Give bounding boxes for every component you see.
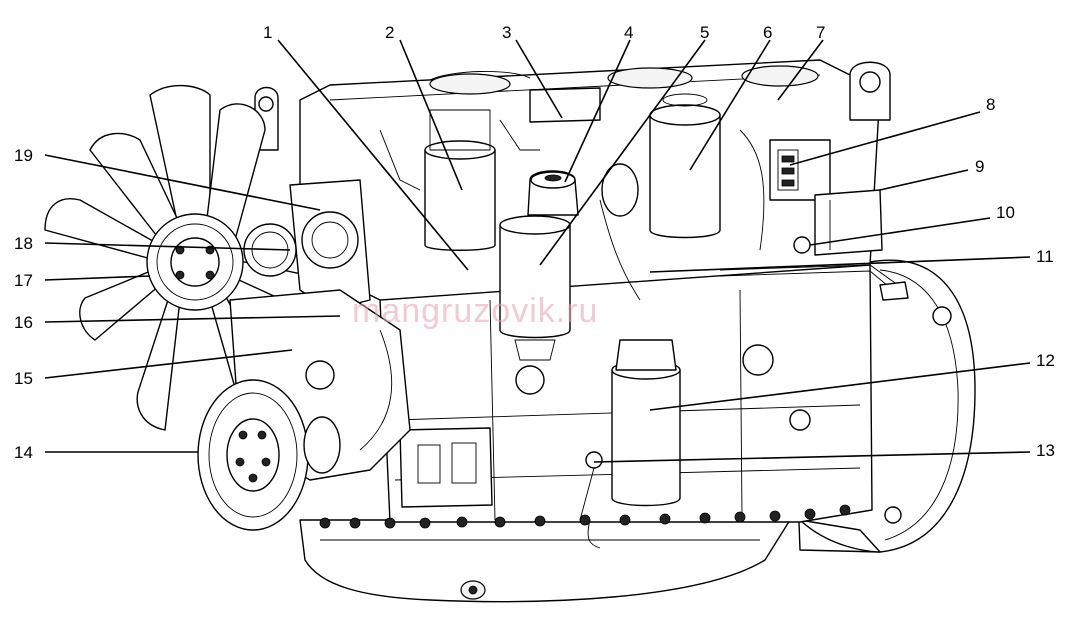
crankshaft-damper — [197, 379, 341, 531]
leader-11 — [649, 256, 1031, 273]
breather-canister — [601, 93, 721, 239]
callout-9: 9 — [975, 157, 984, 176]
callout-18: 18 — [14, 234, 33, 253]
leader-2 — [399, 39, 463, 191]
leader-7 — [777, 39, 824, 101]
fuel-filter-primary — [424, 109, 496, 251]
callout-15: 15 — [14, 369, 33, 388]
callout-13: 13 — [1036, 441, 1055, 460]
leader-16 — [44, 315, 341, 323]
callout-labels: 1 2 3 4 5 6 7 8 9 10 11 12 13 14 15 16 1… — [14, 23, 1055, 462]
leader-4 — [564, 39, 631, 183]
fuel-priming-pump — [527, 170, 579, 216]
leader-12 — [649, 362, 1031, 411]
air-inlet — [529, 87, 601, 123]
watermark-text: mangruzovik.ru — [352, 292, 598, 330]
leader-9 — [879, 169, 969, 191]
engine-control-module — [769, 139, 831, 201]
oil-level-gauge — [585, 451, 603, 469]
oil-filter — [611, 339, 681, 507]
callout-1: 1 — [263, 23, 272, 42]
callout-7: 7 — [816, 23, 825, 42]
callout-10: 10 — [996, 203, 1015, 222]
callout-8: 8 — [986, 95, 995, 114]
leader-6 — [689, 39, 771, 171]
leader-lines — [44, 39, 1031, 463]
callout-3: 3 — [502, 23, 511, 42]
leader-13 — [593, 451, 1031, 463]
callout-19: 19 — [14, 146, 33, 165]
leader-15 — [44, 349, 293, 379]
oil-pan — [299, 519, 791, 603]
lifting-eye-right — [849, 61, 891, 121]
leader-1 — [277, 39, 469, 271]
leader-17 — [44, 275, 151, 281]
callout-4: 4 — [624, 23, 633, 42]
callout-2: 2 — [385, 23, 394, 42]
leader-8 — [789, 111, 981, 166]
leader-5 — [539, 39, 706, 266]
callout-14: 14 — [14, 443, 33, 462]
callout-16: 16 — [14, 313, 33, 332]
callout-12: 12 — [1036, 351, 1055, 370]
callout-17: 17 — [14, 271, 33, 290]
fuel-filter-secondary — [499, 215, 571, 361]
callout-11: 11 — [1036, 247, 1054, 266]
callout-5: 5 — [700, 23, 709, 42]
callout-6: 6 — [763, 23, 772, 42]
harness-and-pipes — [379, 119, 909, 549]
leader-19 — [44, 154, 321, 211]
leader-3 — [515, 39, 563, 119]
leader-18 — [44, 242, 291, 251]
leader-10 — [809, 217, 991, 246]
